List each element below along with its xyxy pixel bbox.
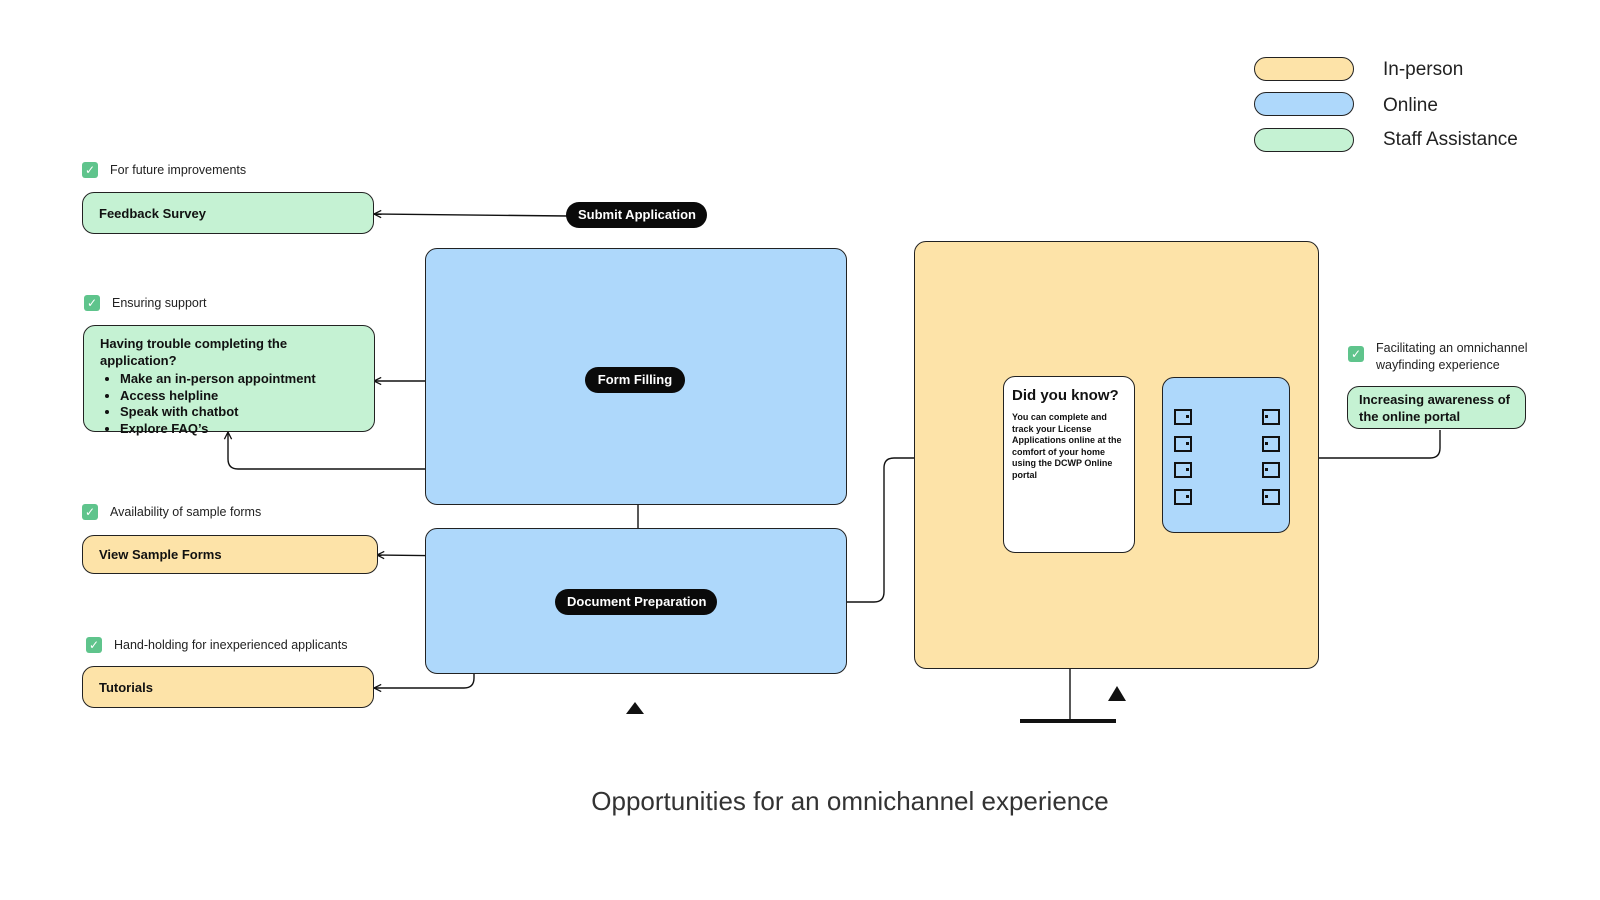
legend-swatch-staff-assistance — [1254, 128, 1354, 152]
did-you-know-title: Did you know? — [1012, 387, 1119, 404]
submit-application-pill: Submit Application — [566, 202, 707, 228]
kiosk-door-icon — [1174, 489, 1192, 505]
support-option: Make an in-person appointment — [120, 371, 358, 388]
tutorials-card: Tutorials — [82, 666, 374, 708]
view-sample-forms-card: View Sample Forms — [82, 535, 378, 574]
note-wayfinding: ✓ Facilitating an omnichannel wayfinding… — [1348, 341, 1556, 373]
kiosk-door-icon — [1262, 462, 1280, 478]
did-you-know-body: You can complete and track your License … — [1012, 412, 1122, 480]
legend-label-staff-assistance: Staff Assistance — [1383, 129, 1518, 150]
kiosk-door-icon — [1174, 462, 1192, 478]
connector-submit-to-feedback — [374, 214, 569, 216]
legend-swatch-online — [1254, 92, 1354, 116]
did-you-know-card: Did you know? You can complete and track… — [1003, 376, 1135, 553]
check-icon: ✓ — [1348, 346, 1364, 362]
support-options-list: Make an in-person appointment Access hel… — [100, 371, 358, 437]
connector-kiosk-to-awareness — [1290, 430, 1441, 459]
kiosk-lockers — [1162, 377, 1290, 533]
note-hand-holding: ✓ Hand-holding for inexperienced applica… — [86, 637, 347, 653]
legend-label-online: Online — [1383, 95, 1438, 116]
form-filling-pill: Form Filling — [585, 367, 685, 393]
support-option: Speak with chatbot — [120, 404, 358, 421]
support-card-title: Having trouble completing the applicatio… — [100, 336, 288, 368]
check-icon: ✓ — [82, 504, 98, 520]
note-ensuring-support: ✓ Ensuring support — [84, 295, 207, 311]
kiosk-door-icon — [1262, 436, 1280, 452]
online-portal-awareness-card: Increasing awareness of the online porta… — [1347, 386, 1526, 429]
connector-doc-to-inperson — [716, 457, 1003, 603]
check-icon: ✓ — [86, 637, 102, 653]
support-option: Explore FAQ’s — [120, 421, 358, 438]
legend-label-in-person: In-person — [1383, 59, 1464, 80]
feedback-survey-card: Feedback Survey — [82, 192, 374, 234]
check-icon: ✓ — [84, 295, 100, 311]
kiosk-door-icon — [1262, 409, 1280, 425]
note-sample-forms: ✓ Availability of sample forms — [82, 504, 261, 520]
document-preparation-pill: Document Preparation — [555, 589, 717, 615]
note-future-improvements: ✓ For future improvements — [82, 162, 246, 178]
support-options-card: Having trouble completing the applicatio… — [83, 325, 375, 436]
diagram-caption: Opportunities for an omnichannel experie… — [591, 786, 1109, 816]
support-option: Access helpline — [120, 388, 358, 405]
kiosk-door-icon — [1262, 489, 1280, 505]
kiosk-door-icon — [1174, 409, 1192, 425]
legend-swatch-in-person — [1254, 57, 1354, 81]
kiosk-door-icon — [1174, 436, 1192, 452]
triangle-pointer-icon — [1108, 686, 1126, 701]
check-icon: ✓ — [82, 162, 98, 178]
triangle-pointer-icon — [626, 702, 644, 714]
